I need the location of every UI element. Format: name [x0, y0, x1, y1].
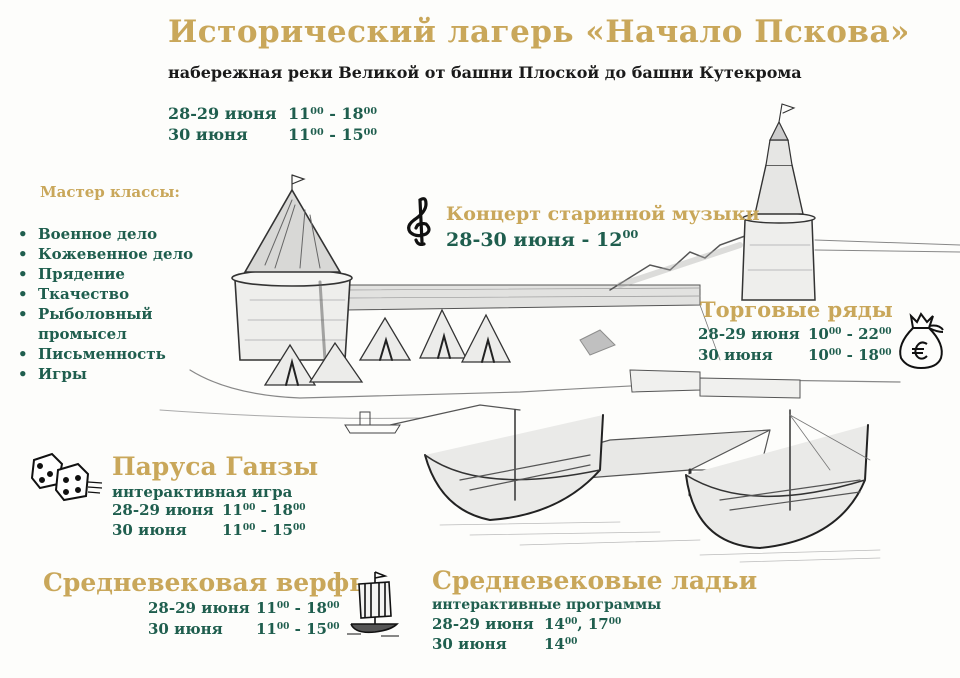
list-item: •Ткачество	[18, 285, 130, 303]
shipyard-title: Средневековая верфь	[43, 568, 367, 597]
viking-ship-icon	[345, 568, 401, 640]
money-bag-euro-icon	[895, 310, 947, 370]
schedule-start: 1100	[288, 125, 324, 144]
concert-time: 12	[596, 229, 623, 251]
master-classes-list: •Военное дело •Кожевенное дело •Прядение…	[18, 224, 193, 384]
page-title: Исторический лагерь «Начало Пскова»	[168, 14, 910, 50]
list-item: •Кожевенное дело	[18, 245, 194, 263]
schedule-end: 1800	[341, 104, 378, 123]
concert-date: 28-30 июня -	[446, 229, 590, 251]
list-item: •Письменность	[18, 345, 166, 363]
hansa-title: Паруса Ганзы	[112, 452, 319, 481]
concert-title: Концерт старинной музыки	[446, 203, 760, 225]
schedule-start: 1100	[288, 104, 324, 123]
master-classes-title: Мастер классы:	[40, 183, 180, 201]
schedule-date: 30 июня	[168, 125, 248, 144]
list-item: •Рыболовный промысел	[18, 305, 153, 343]
hansa-subtitle: интерактивная игра	[112, 483, 293, 501]
list-item: •Прядение	[18, 265, 125, 283]
list-item: •Игры	[18, 365, 87, 383]
treble-clef-icon	[404, 196, 444, 246]
market-title: Торговые ряды	[700, 297, 893, 322]
dice-icon	[28, 450, 104, 502]
concert-schedule: 28-30 июня - 1200	[446, 227, 639, 251]
page-subtitle: набережная реки Великой от башни Плоской…	[168, 63, 802, 82]
boats-subtitle: интерактивные программы	[432, 597, 662, 613]
schedule-date: 28-29 июня	[168, 104, 277, 123]
list-item: •Военное дело	[18, 225, 158, 243]
schedule-end: 1500	[341, 125, 378, 144]
boats-title: Средневековые ладьи	[432, 566, 758, 595]
